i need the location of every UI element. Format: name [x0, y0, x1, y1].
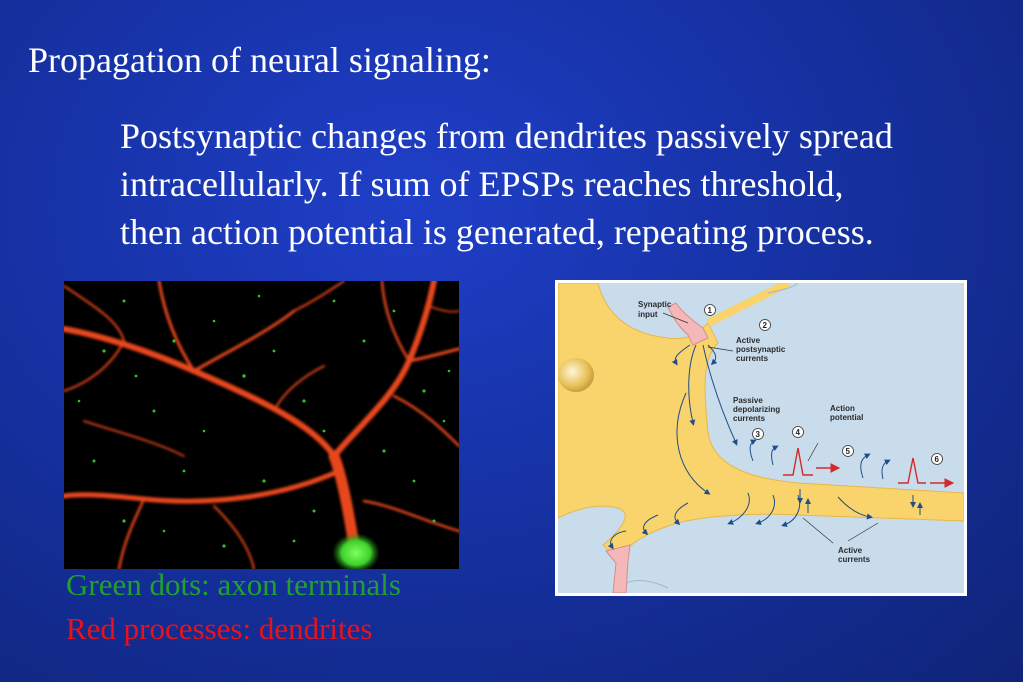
slide-title: Propagation of neural signaling:: [28, 40, 491, 80]
step-number-5: 5: [846, 447, 851, 456]
label-passive-1: Passive: [733, 396, 763, 405]
body-line-1: Postsynaptic changes from dendrites pass…: [120, 116, 893, 156]
step-number-6: 6: [935, 455, 940, 464]
step-number-2: 2: [763, 321, 768, 330]
label-active-post-2: postsynaptic: [736, 345, 786, 354]
label-passive-2: depolarizing: [733, 405, 780, 414]
step-number-4: 4: [796, 428, 801, 437]
signaling-diagram: Synaptic input Active postsynaptic curre…: [555, 280, 967, 596]
diagram-image: Synaptic input Active postsynaptic curre…: [558, 283, 964, 593]
slide-body: Postsynaptic changes from dendrites pass…: [120, 112, 1010, 256]
label-active-post-3: currents: [736, 354, 769, 363]
label-synaptic-input-1: Synaptic: [638, 300, 672, 309]
micrograph-image: [64, 281, 459, 569]
caption-red: Red processes: dendrites: [66, 611, 373, 646]
label-active-post-1: Active: [736, 336, 761, 345]
body-line-3: then action potential is generated, repe…: [120, 212, 874, 252]
label-active-currents-1: Active: [838, 546, 863, 555]
label-synaptic-input-2: input: [638, 310, 658, 319]
label-action-2: potential: [830, 413, 863, 422]
label-passive-3: currents: [733, 414, 766, 423]
body-line-2: intracellularly. If sum of EPSPs reaches…: [120, 164, 844, 204]
step-number-1: 1: [708, 306, 713, 315]
neuron-micrograph: [64, 281, 459, 569]
label-active-currents-2: currents: [838, 555, 871, 564]
label-action-1: Action: [830, 404, 855, 413]
caption-green: Green dots: axon terminals: [66, 567, 401, 602]
step-number-3: 3: [756, 430, 761, 439]
